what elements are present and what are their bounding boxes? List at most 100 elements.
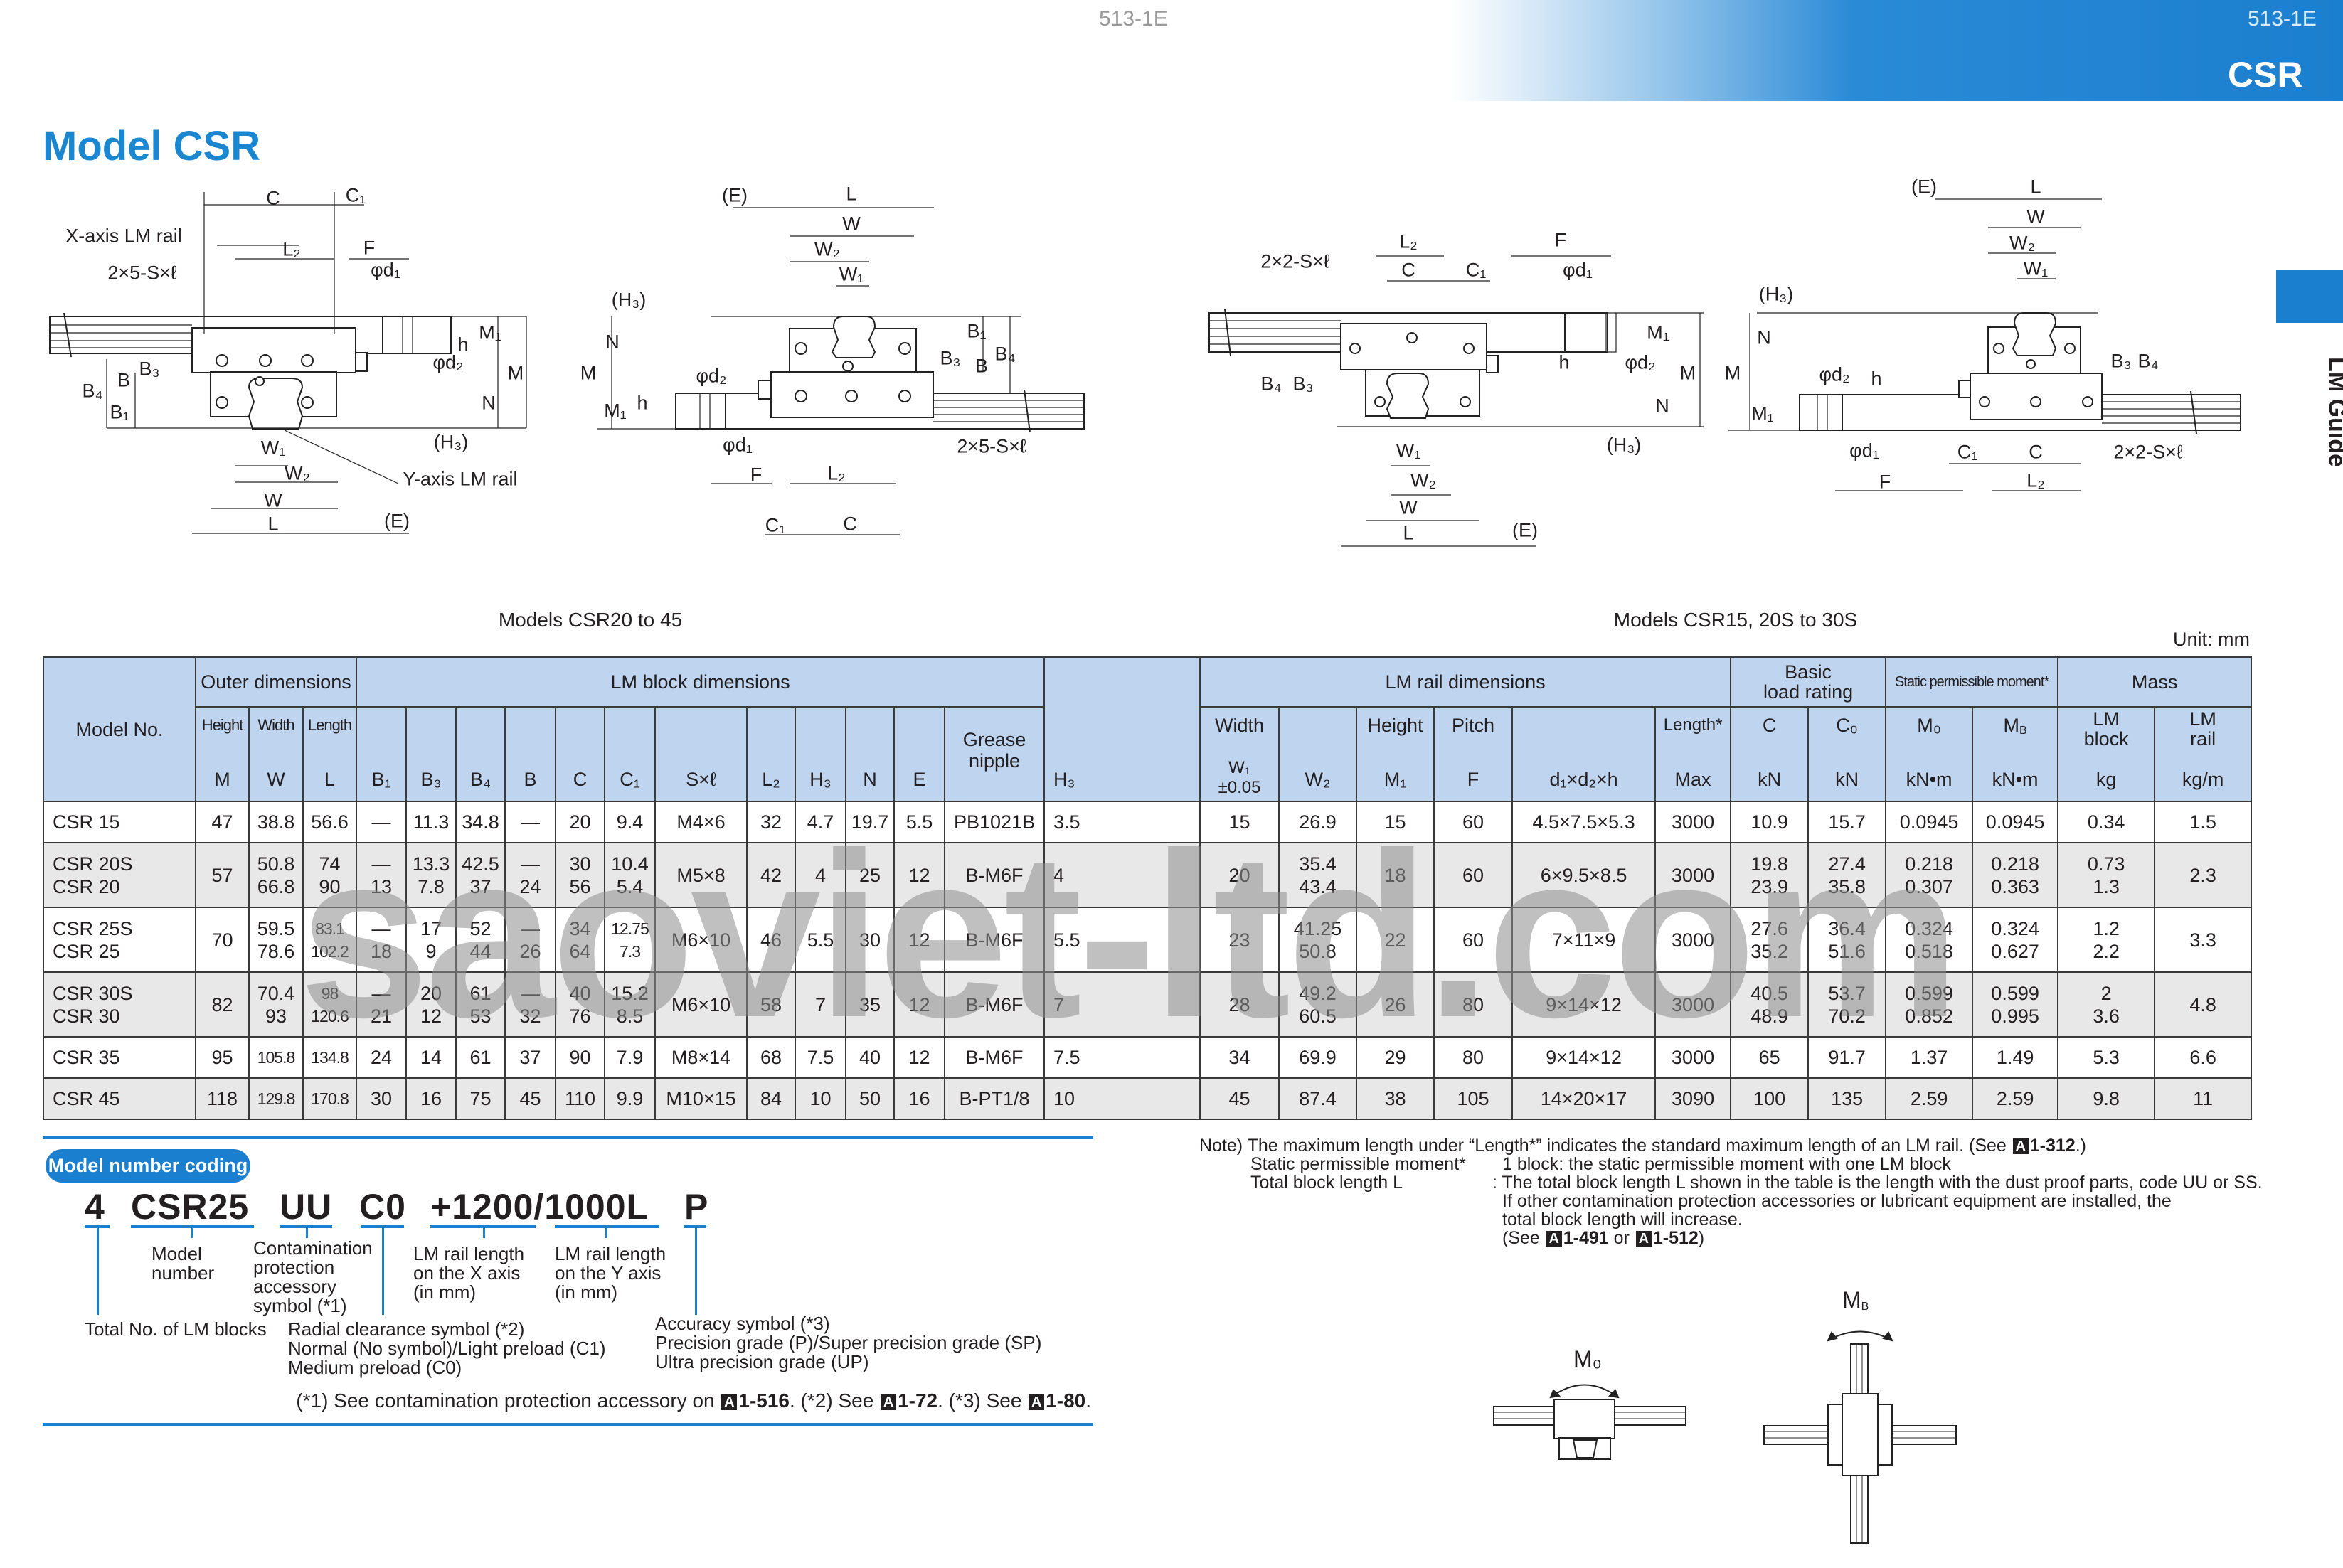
cell-width-w: 70.4 93 <box>248 971 304 1038</box>
side-tab-marker <box>2276 270 2343 323</box>
cell-mass-block: 2 3.6 <box>2057 971 2156 1038</box>
cell-c-kn: 100 <box>1730 1077 1810 1120</box>
cell-n: 40 <box>845 1036 896 1079</box>
dim-label: W₂ <box>1410 469 1436 491</box>
cell-c: 20 <box>555 801 606 843</box>
dim-label: φd₁ <box>371 259 400 281</box>
cell-f: 80 <box>1433 971 1514 1038</box>
catalog-ref-icon: A <box>721 1394 738 1410</box>
cell-d1d2h: 4.5×7.5×5.3 <box>1511 801 1657 843</box>
dim-label: B₁ <box>110 401 129 423</box>
dim-label: C₁ <box>1957 441 1978 463</box>
dim-label: B <box>974 355 989 377</box>
cell-sxl: M8×14 <box>654 1036 748 1079</box>
cell-e: 16 <box>893 1077 946 1120</box>
note-moment-term: Static permissible moment* <box>1250 1154 1466 1174</box>
cell-mass-block: 0.73 1.3 <box>2057 842 2156 908</box>
section-divider-bottom <box>43 1423 1093 1426</box>
note-length-term: Total block length L <box>1250 1173 1403 1193</box>
header-w2: W₂ <box>1278 706 1358 802</box>
cell-width-w: 50.8 66.8 <box>248 842 304 908</box>
cell-length-l: 83.1 102.2 <box>302 907 358 973</box>
note-max-length: Note) The maximum length under “Length*”… <box>1199 1136 2087 1156</box>
cell-c0-kn: 135 <box>1807 1077 1887 1120</box>
page-number-left: 513-1E <box>1099 7 1168 31</box>
dim-label: h <box>1871 368 1882 390</box>
header-rail-length-max: Length*Max <box>1654 706 1732 802</box>
cell-h3-block: 5.5 <box>795 907 847 973</box>
code-part-rail-lengths: +1200/1000L <box>430 1187 649 1227</box>
header-lm-block-dimensions: LM block dimensions <box>356 656 1046 708</box>
note-length-def-3: total block length will increase. <box>1502 1210 1743 1230</box>
cell-c-kn: 65 <box>1730 1036 1810 1079</box>
mb-diagram <box>1763 1330 1957 1544</box>
cell-n: 19.7 <box>845 801 896 843</box>
dim-label: M₁ <box>604 400 627 422</box>
dim-label: (H₃) <box>433 431 469 453</box>
cell-c-kn: 27.6 35.2 <box>1730 907 1810 973</box>
cell-sxl: M10×15 <box>654 1077 748 1120</box>
cell-f: 60 <box>1433 842 1514 908</box>
drawing-csr15-30s-side-view <box>1728 198 2241 491</box>
dim-label: F <box>363 237 376 259</box>
cell-width-w: 59.5 78.6 <box>248 907 304 973</box>
cell-height-m: 47 <box>195 801 250 843</box>
label-x-rail-length: LM rail length on the X axis (in mm) <box>413 1243 525 1303</box>
cell-w1: 20 <box>1199 842 1280 908</box>
cell-model: CSR 20S CSR 20 <box>43 842 196 908</box>
cell-b: — <box>504 801 557 843</box>
cell-height-m: 70 <box>195 907 250 973</box>
dim-label: φd₂ <box>1625 351 1656 373</box>
callout-tapped-holes: 2×2-S×ℓ <box>1260 250 1330 272</box>
catalog-ref-icon: A <box>2012 1138 2029 1154</box>
cell-h3-block: 7.5 <box>795 1036 847 1079</box>
label-model-number: Model number <box>152 1243 215 1284</box>
cell-m1: 38 <box>1356 1077 1435 1120</box>
cell-model: CSR 15 <box>43 801 196 843</box>
cell-f: 60 <box>1433 801 1514 843</box>
cell-sxl: M6×10 <box>654 971 748 1038</box>
dim-label: B₃ <box>2110 350 2132 372</box>
cell-d1d2h: 14×20×17 <box>1511 1077 1657 1120</box>
cell-width-w: 105.8 <box>248 1036 304 1079</box>
cell-b4: 61 <box>455 1036 506 1079</box>
cell-length-l: 134.8 <box>302 1036 358 1079</box>
cell-l2: 42 <box>746 842 797 908</box>
cell-l2: 58 <box>746 971 797 1038</box>
header-c: C <box>555 706 606 802</box>
cell-f: 105 <box>1433 1077 1514 1120</box>
label-contamination: Contamination protection accessory symbo… <box>253 1237 373 1316</box>
dim-label: φd₁ <box>1849 439 1879 462</box>
cell-b1: 30 <box>356 1077 408 1120</box>
cell-h3: 7.5 <box>1043 1036 1201 1079</box>
dim-label: B₄ <box>1260 373 1282 395</box>
cell-model: CSR 25S CSR 25 <box>43 907 196 973</box>
cell-grease-nipple: B-M6F <box>944 907 1046 973</box>
cell-mass-block: 0.34 <box>2057 801 2156 843</box>
dim-label: C₁ <box>1465 259 1487 281</box>
cell-b4: 52 44 <box>455 907 506 973</box>
dim-label: W₁ <box>1396 439 1421 462</box>
dim-label: B <box>117 369 131 391</box>
cell-f: 60 <box>1433 907 1514 973</box>
cell-b3: 20 12 <box>405 971 457 1038</box>
cell-c: 40 76 <box>555 971 606 1038</box>
cell-h3-block: 7 <box>795 971 847 1038</box>
dim-label: L <box>267 513 279 535</box>
dim-label: h <box>1558 351 1570 373</box>
cell-c: 110 <box>555 1077 606 1120</box>
cell-m0: 0.324 0.518 <box>1885 907 1974 973</box>
cell-w1: 23 <box>1199 907 1280 973</box>
cell-mass-block: 5.3 <box>2057 1036 2156 1079</box>
callout-tapped-holes: 2×5-S×ℓ <box>957 435 1026 457</box>
dim-label: W₂ <box>285 462 310 484</box>
cell-b1: — <box>356 801 408 843</box>
cell-h3-block: 4.7 <box>795 801 847 843</box>
cell-height-m: 82 <box>195 971 250 1038</box>
cell-b4: 34.8 <box>455 801 506 843</box>
dim-label: W <box>2026 206 2045 228</box>
